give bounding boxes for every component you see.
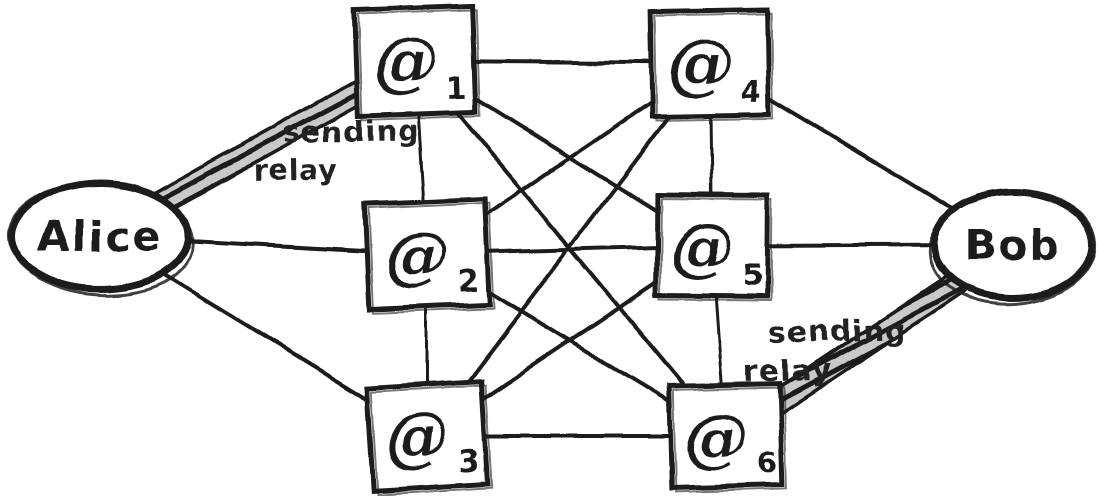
relay-box-2: [362, 195, 492, 313]
thin-edges-layer: [98, 59, 1015, 438]
relay-number-1: 1: [445, 71, 467, 107]
note-right-line1: sending: [769, 312, 906, 348]
relay-box-5-sketchline: [659, 198, 773, 302]
note-right-line2: relay: [744, 353, 831, 389]
relay-node-5: @ 5: [654, 193, 773, 302]
relay-box-4: [648, 7, 772, 119]
relay-box-2-sketchline: [367, 201, 495, 315]
note-left-line2: relay: [252, 153, 339, 189]
at-symbol-2: @: [383, 217, 450, 295]
note-left-line1: sending: [282, 113, 419, 149]
bob-label: Bob: [965, 221, 1062, 270]
relay-box-4-sketchline: [654, 12, 774, 121]
relay-box-3: [364, 378, 490, 494]
relay-node-4: @ 4: [648, 7, 774, 121]
at-symbol-3: @: [383, 399, 451, 478]
alice-ellipse-sketchline: [7, 181, 195, 297]
relay-number-4: 4: [740, 74, 761, 109]
relay-box-1: [351, 3, 479, 119]
relay-number-2: 2: [457, 264, 479, 300]
sending-relay-note-right: sending relay: [744, 312, 907, 389]
relay-node-1: @ 1: [351, 3, 481, 121]
endpoint-node-bob: Bob: [927, 188, 1097, 306]
at-symbol-6: @: [683, 399, 749, 476]
relay-number-3: 3: [457, 444, 480, 480]
at-symbol-4: @: [667, 27, 732, 103]
sending-relay-note-left: sending relay: [252, 113, 420, 189]
relay-box-3-sketchline: [370, 384, 493, 496]
relay-node-2: @ 2: [362, 195, 495, 315]
at-symbol-1: @: [372, 24, 439, 101]
relay-box-6: [667, 381, 785, 491]
relay-box-1-sketchline: [357, 8, 481, 121]
relay-node-3: @ 3: [364, 378, 493, 496]
bob-ellipse-sketchline: [927, 190, 1097, 306]
relay-node-6: @ 6: [667, 381, 788, 494]
relay-number-5: 5: [741, 258, 762, 293]
at-symbol-5: @: [670, 210, 735, 286]
alice-label: Alice: [38, 212, 163, 261]
relay-number-6: 6: [756, 446, 778, 482]
endpoint-node-alice: Alice: [7, 179, 195, 297]
relay-box-6-sketchline: [672, 386, 788, 494]
edge-r3-r4: [425, 61, 712, 438]
relay-box-5: [654, 193, 770, 299]
